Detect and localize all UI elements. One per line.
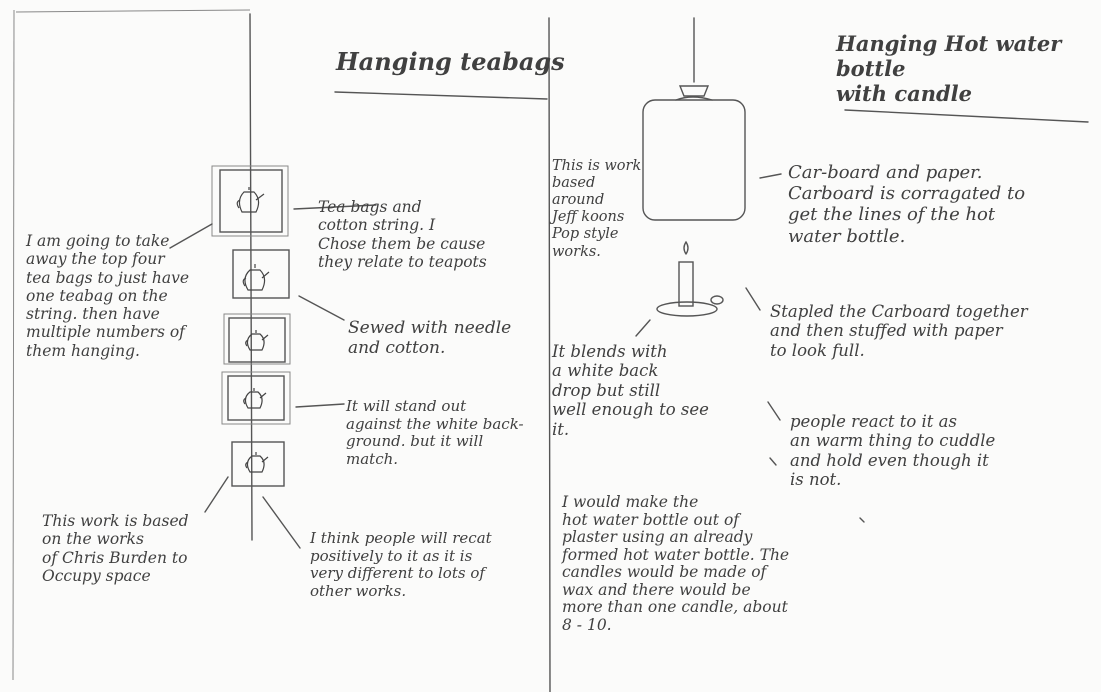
note-stapled: Stapled the Carboard together and then s… — [770, 302, 1028, 360]
note-sewed: Sewed with needle and cotton. — [348, 318, 512, 359]
left-edge-line — [12, 9, 15, 681]
teabag-4 — [221, 371, 291, 425]
top-edge-line — [15, 9, 251, 13]
right-pointer-lines — [745, 287, 865, 523]
note-based-on: This work is based on the works of Chris… — [42, 512, 189, 585]
teabag-3 — [223, 313, 291, 365]
note-koons: This is work based around Jeff koons Pop… — [552, 158, 642, 260]
note-plan: I am going to take away the top four tea… — [26, 232, 190, 360]
teabag-2 — [232, 249, 290, 299]
teabag-1 — [211, 165, 289, 237]
right-title-underline — [844, 109, 1089, 123]
hot-water-bottle — [642, 17, 782, 221]
center-divider — [548, 17, 551, 692]
teabag-string — [249, 13, 253, 541]
note-reaction: I think people will recat positively to … — [310, 529, 492, 601]
note-stand-out: It will stand out against the white back… — [346, 397, 524, 469]
left-pointer-lines — [169, 204, 377, 549]
note-cuddle: people react to it as an warm thing to c… — [790, 412, 996, 490]
note-plaster: I would make the hot water bottle out of… — [562, 493, 790, 634]
left-title: Hanging teabags — [336, 47, 565, 76]
teapot-icon — [236, 187, 270, 473]
left-title-underline — [334, 91, 548, 100]
note-cardboard: Car-board and paper. Carboard is corraga… — [788, 162, 1026, 247]
note-blends: It blends with a white back drop but sti… — [552, 342, 709, 439]
note-teabags-material: Tea bags and cotton string. I Chose them… — [318, 198, 487, 271]
right-title: Hanging Hot water bottle with candle — [836, 31, 1062, 106]
teabag-5 — [231, 441, 285, 487]
candle — [635, 240, 724, 337]
